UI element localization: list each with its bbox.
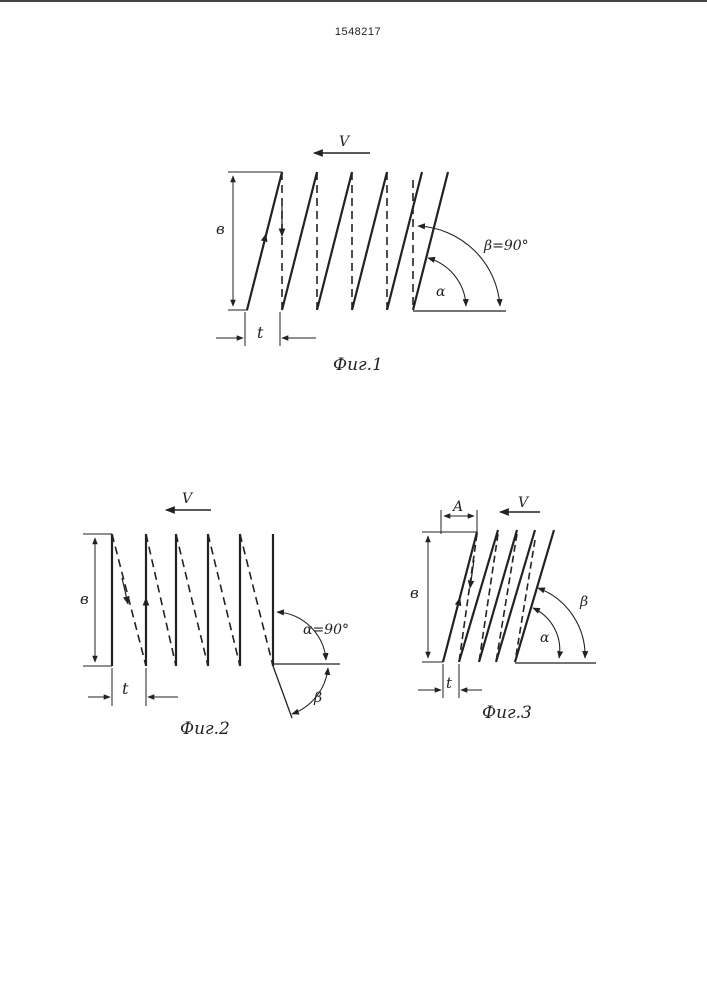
- fig1-alpha-arc: [428, 258, 466, 306]
- figure-1: [216, 153, 506, 346]
- fig3-beta-arc: [538, 588, 585, 658]
- fig1-solid-stroke: [387, 172, 422, 310]
- fig2-dashed-stroke: [208, 534, 240, 666]
- fig2-beta-arc: [292, 668, 328, 714]
- fig1-velocity-label: V: [339, 134, 351, 150]
- figure-3: [418, 510, 596, 698]
- fig3-dashed-stroke: [459, 534, 477, 662]
- fig1-width-label: в: [216, 220, 225, 238]
- fig3-down-arrow: [470, 560, 474, 588]
- fig3-width-label: в: [410, 584, 419, 602]
- fig2-alpha-label: α=90°: [303, 622, 349, 638]
- fig1-beta-label: β=90°: [483, 238, 529, 254]
- fig1-solid-stroke: [317, 172, 352, 310]
- fig2-caption: Фиг.2: [180, 719, 230, 739]
- fig3-dashed-stroke: [479, 534, 498, 662]
- fig2-slant-line: [273, 666, 292, 718]
- fig1-caption: Фиг.1: [333, 355, 383, 375]
- fig3-solid-stroke: [459, 530, 498, 662]
- fig3-alpha-label: α: [540, 630, 550, 646]
- fig2-dashed-stroke: [112, 534, 146, 666]
- fig2-dashed-stroke: [146, 534, 176, 666]
- fig1-solid-stroke: [352, 172, 387, 310]
- fig1-pitch-label: t: [257, 323, 264, 342]
- fig2-dashed-stroke: [240, 534, 273, 666]
- fig1-alpha-label: α: [436, 284, 446, 300]
- fig3-velocity-label: V: [518, 495, 530, 511]
- fig3-offset-label: A: [451, 499, 463, 515]
- fig3-pitch-label: t: [446, 674, 453, 692]
- fig3-beta-label: β: [579, 594, 588, 610]
- fig2-dashed-stroke: [176, 534, 208, 666]
- fig3-up-arrow: [453, 598, 460, 624]
- fig2-velocity-label: V: [182, 491, 194, 507]
- fig2-width-label: в: [80, 590, 89, 608]
- fig3-solid-stroke: [496, 530, 535, 662]
- fig2-pitch-label: t: [122, 679, 129, 698]
- fig1-up-arrow: [259, 234, 266, 262]
- fig3-caption: Фиг.3: [482, 703, 532, 723]
- fig3-solid-stroke: [479, 530, 517, 662]
- fig2-beta-label: β: [313, 690, 322, 706]
- fig3-solid-stroke: [443, 532, 477, 662]
- fig1-solid-stroke: [282, 172, 317, 310]
